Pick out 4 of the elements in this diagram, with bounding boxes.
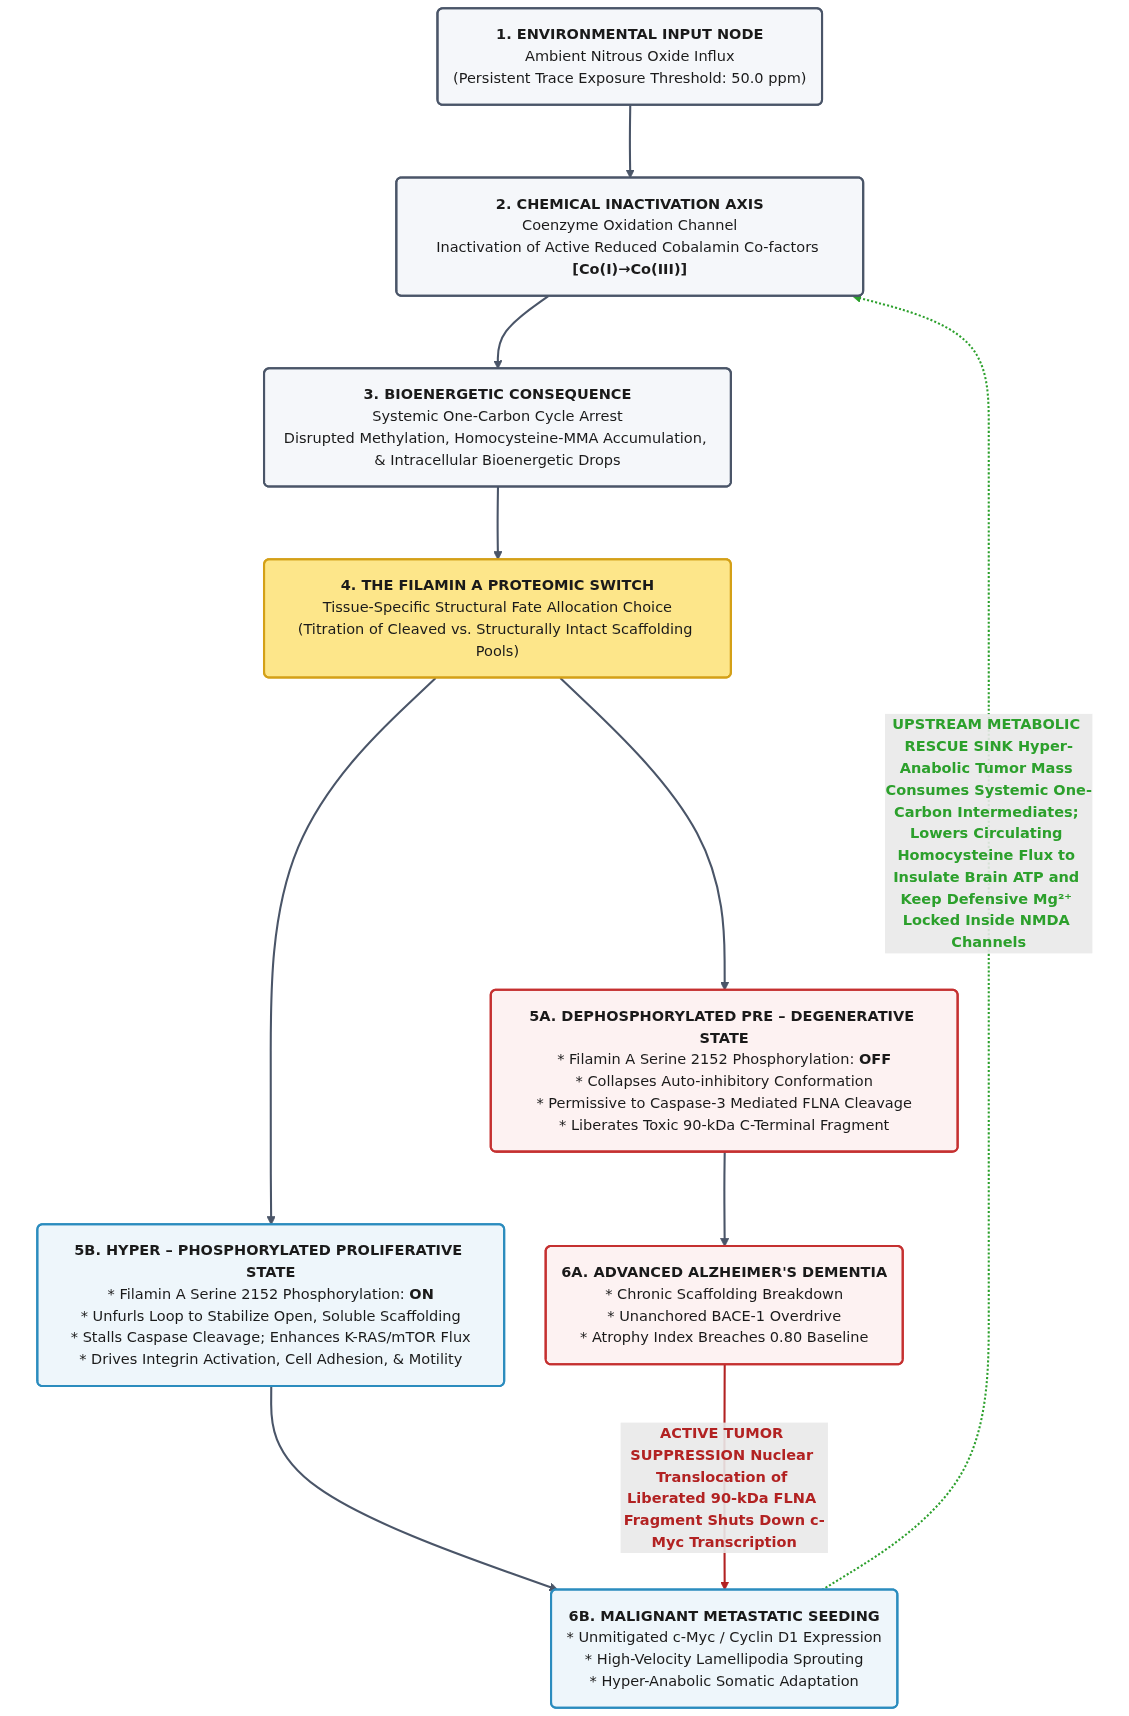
arrow xyxy=(269,1386,558,1592)
arrow xyxy=(719,1152,729,1247)
edge-label: ACTIVE TUMOR SUPPRESSION Nuclear Translocation of Liberated 90-kDa FLNA Fragment Shuts Down c-Myc Transcription xyxy=(623,1424,825,1550)
edge-label: UPSTREAM METABOLIC RESCUE SINK Hyper-Anabolic Tumor Mass Consumes Systemic One-Carbon Intermediates; Lowers Circulating Homocysteine Flux to Insulate Brain ATP and Keep Defensive Mg²⁺ Locked Inside NMDA Channels xyxy=(885,715,1092,951)
